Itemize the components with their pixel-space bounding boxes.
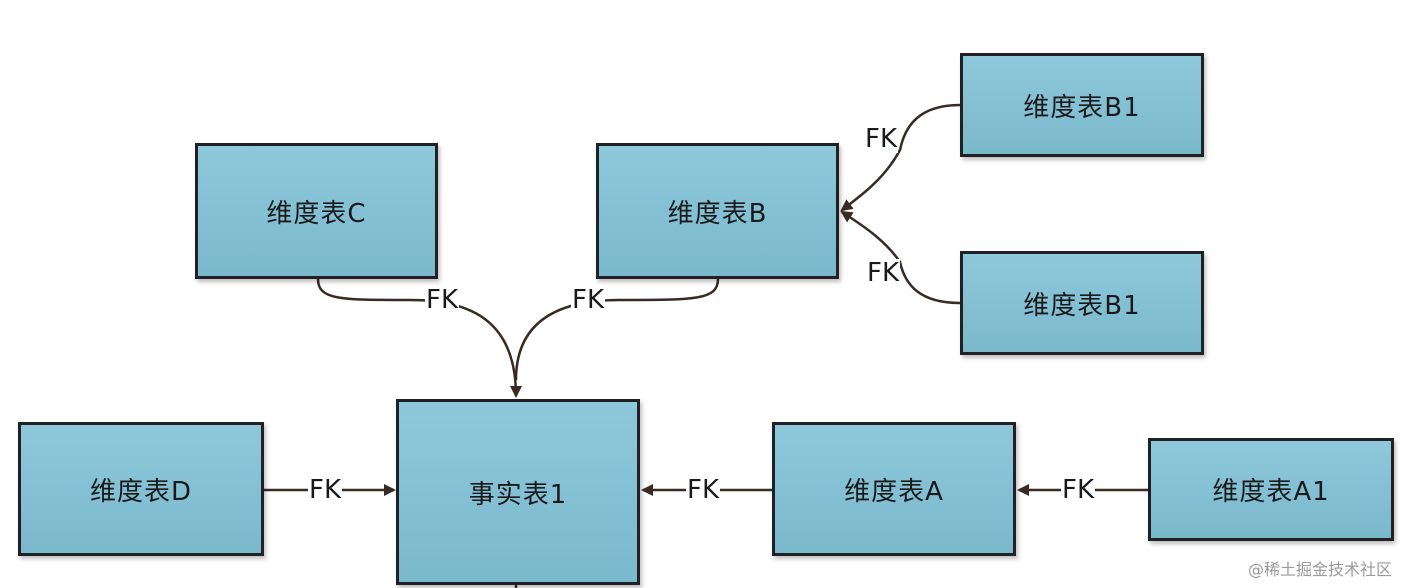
dimension-table-d[interactable]: 维度表D: [18, 422, 264, 556]
connector-b1top-to-b: [840, 103, 961, 212]
dimension-table-b-label: 维度表B: [667, 198, 768, 229]
dimension-table-b1-top-label: 维度表B1: [1023, 92, 1141, 123]
dimension-table-a-label: 维度表A: [844, 476, 944, 507]
fk-label-d-to-fact: FK: [308, 475, 343, 505]
connector-c-to-fact: [316, 278, 522, 398]
dimension-table-b1-top[interactable]: 维度表B1: [960, 53, 1204, 157]
fk-label-b1bottom-to-b: FK: [866, 258, 901, 288]
fk-label-c-to-fact: FK: [425, 285, 460, 315]
dimension-table-b1-bottom-label: 维度表B1: [1023, 290, 1141, 321]
dimension-table-c-label: 维度表C: [266, 198, 367, 229]
fk-label-a1-to-a: FK: [1061, 475, 1096, 505]
fk-label-b-to-fact: FK: [571, 285, 606, 315]
dimension-table-a[interactable]: 维度表A: [772, 422, 1016, 556]
connector-b-to-fact: [514, 278, 720, 381]
dimension-table-a1-label: 维度表A1: [1212, 477, 1330, 507]
dimension-table-d-label: 维度表D: [89, 476, 193, 507]
connector-b1bottom-to-b: [840, 210, 961, 305]
dimension-table-b[interactable]: 维度表B: [596, 143, 839, 279]
dimension-table-c[interactable]: 维度表C: [195, 143, 438, 279]
dimension-table-a1[interactable]: 维度表A1: [1148, 438, 1394, 541]
fk-label-a-to-fact: FK: [686, 475, 721, 505]
fk-label-b1top-to-b: FK: [864, 124, 899, 154]
fact-table-1[interactable]: 事实表1: [396, 399, 640, 585]
watermark: @稀土掘金技术社区: [1247, 560, 1392, 579]
dimension-table-b1-bottom[interactable]: 维度表B1: [960, 251, 1204, 355]
fact-table-1-label: 事实表1: [468, 479, 568, 510]
